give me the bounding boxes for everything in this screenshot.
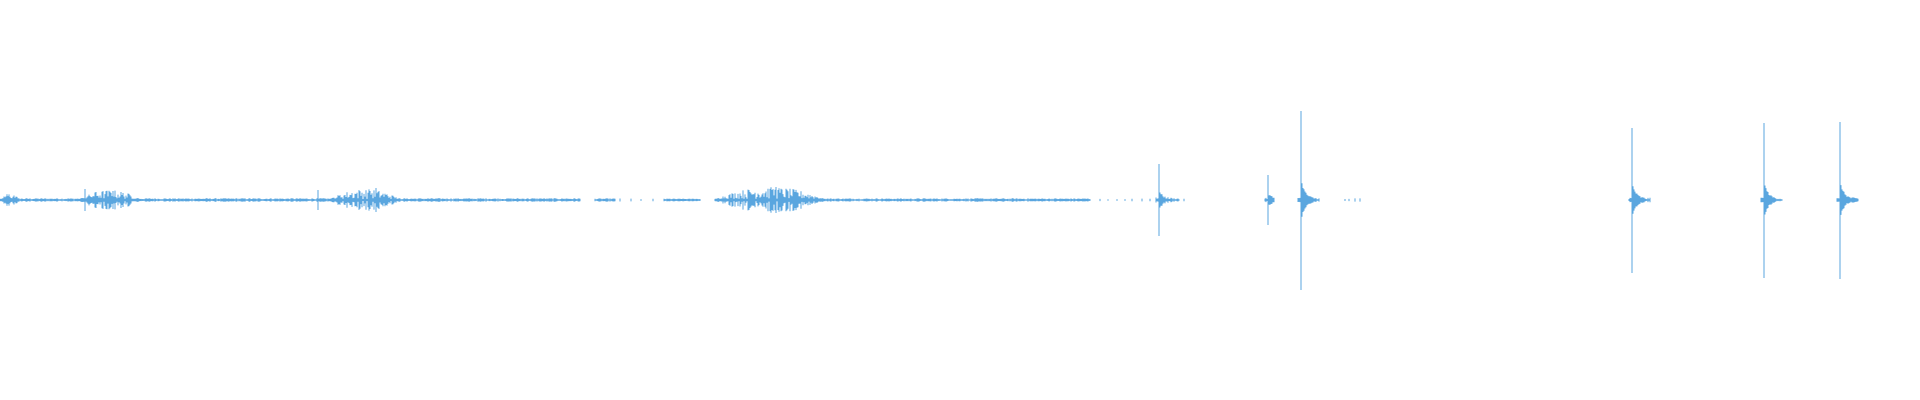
waveform-track	[0, 111, 1859, 290]
waveform-path	[0, 111, 1859, 290]
